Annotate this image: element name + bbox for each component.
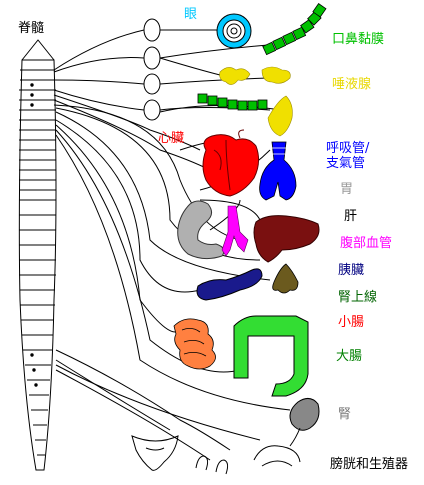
adrenal-gland-label: 腎上線 [338,291,377,305]
bladder-genitals-label: 膀胱和生殖器 [330,458,408,472]
heart-label: 心臟 [158,132,184,146]
large-intestine-label: 大腸 [336,350,362,364]
oral-nasal-mucosa-organ [263,4,326,55]
nerve-fibers [54,30,290,460]
liver-organ [254,216,319,262]
oral-nasal-mucosa-label: 口鼻黏膜 [332,33,384,47]
bladder-genitals-organ [132,436,300,474]
ganglion-2 [144,47,160,69]
small-intestine-label: 小腸 [338,316,364,330]
spinal-cord [19,40,56,470]
eye-organ [217,14,251,48]
liver-label: 肝 [344,210,357,224]
salivary-glands-label: 唾液腺 [332,78,371,92]
airways-label-line2: 支氣管 [326,157,365,171]
spinal-cord-label: 脊髓 [18,22,44,36]
large-intestine-organ [234,316,308,396]
kidney-label: 腎 [338,408,351,422]
small-intestine-organ [174,319,216,369]
airways-label-line1: 呼吸管/ [326,142,369,156]
ganglia [144,19,160,120]
ganglion-3 [144,74,160,94]
ganglion-4 [144,100,160,120]
heart-organ [203,130,259,196]
abdominal-vessels-organ [222,206,248,256]
pancreas-label: 胰臟 [338,264,364,278]
adrenal-gland-organ [273,264,298,293]
kidney-organ [290,398,319,446]
eye-label: 眼 [184,8,197,22]
ganglion-1 [144,19,160,41]
airways-organ [260,142,296,200]
stomach-label: 胃 [340,183,353,197]
abdominal-vessels-label: 腹部血管 [340,237,392,251]
